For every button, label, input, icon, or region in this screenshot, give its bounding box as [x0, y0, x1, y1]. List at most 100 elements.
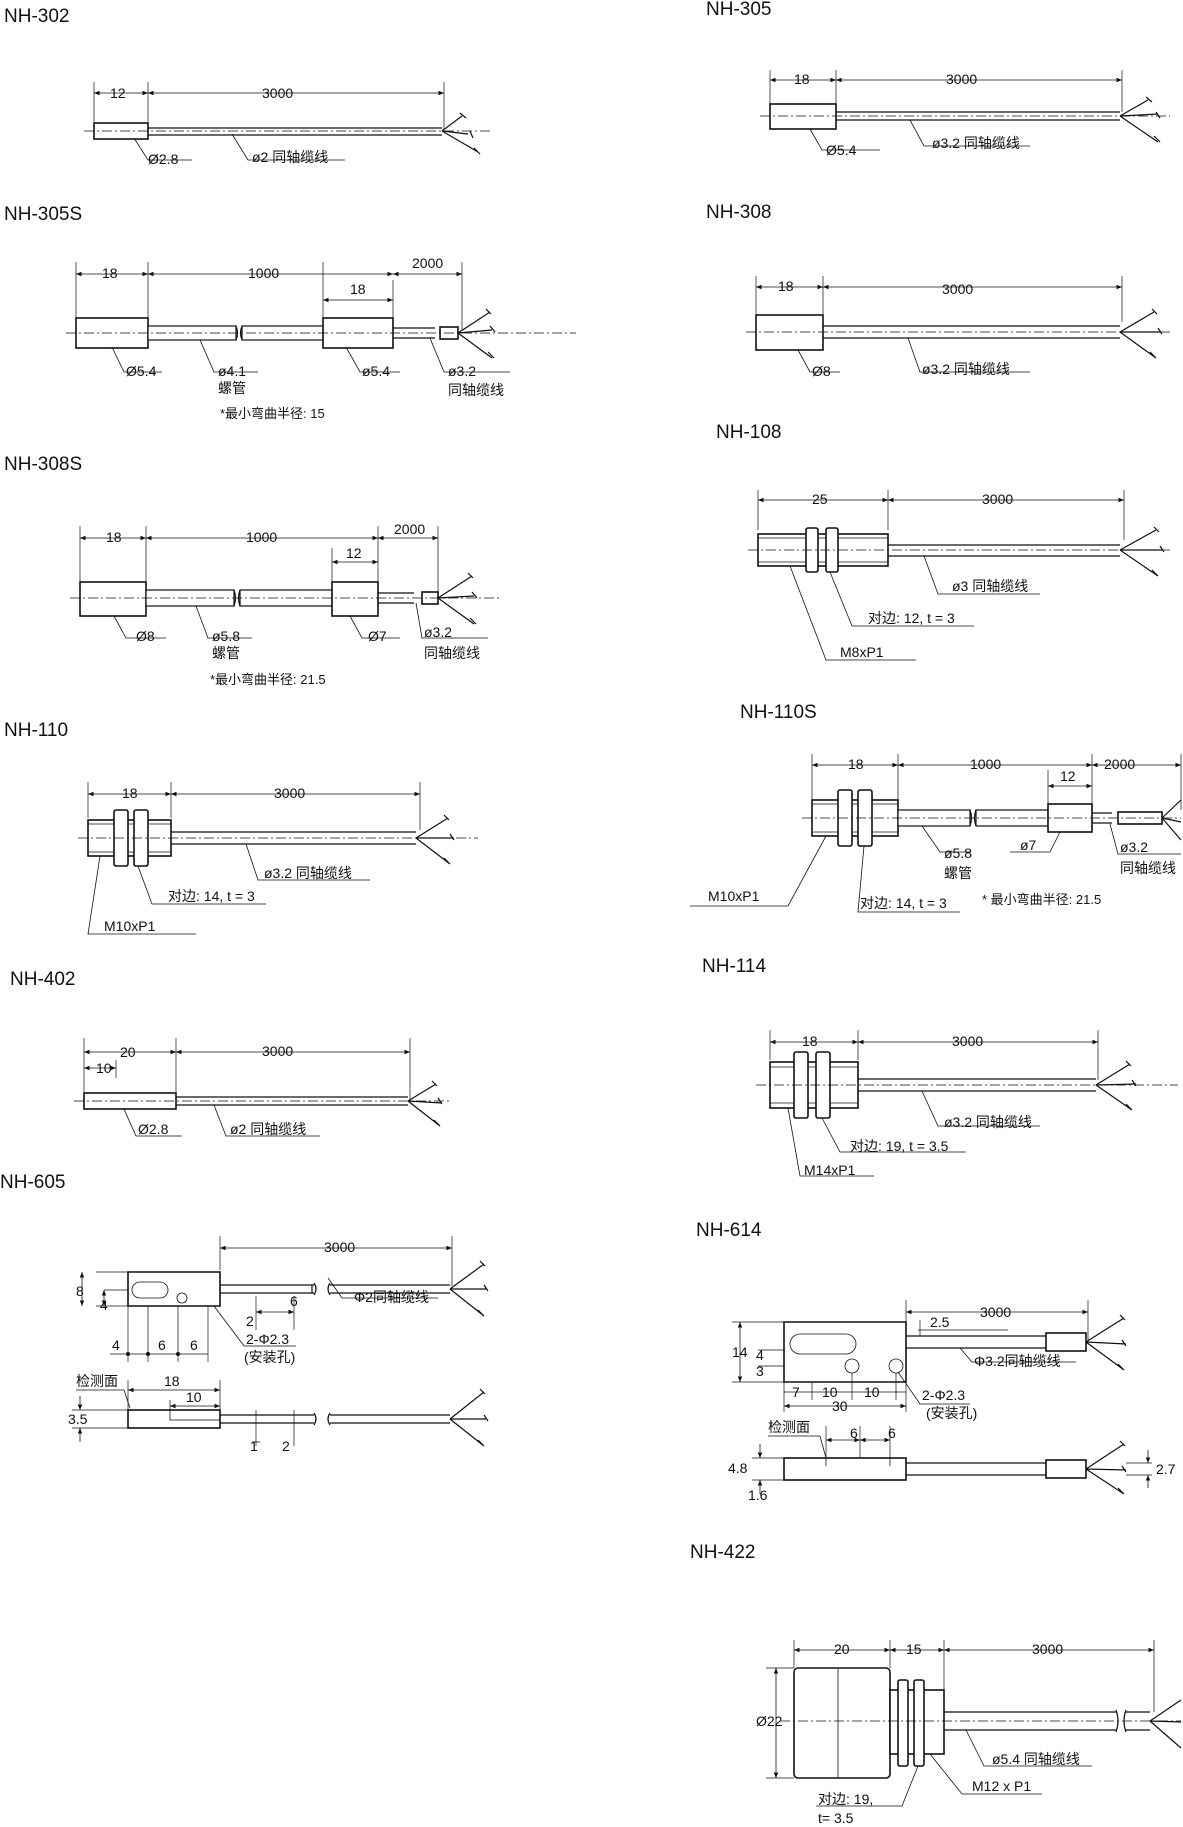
dim-10a: 10 — [822, 1384, 838, 1400]
dim-cable-length: 3000 — [942, 281, 973, 297]
dim-cable-dia: ø3.2 同轴缆线 — [264, 865, 352, 881]
dim-body-dia: Ø8 — [136, 628, 155, 644]
dim-length: 18 — [848, 756, 864, 772]
dim-3-5: 3.5 — [68, 1411, 88, 1427]
dim-14: 14 — [732, 1344, 748, 1360]
dim-cable-dia: ø3.2 — [1120, 839, 1148, 855]
dim-cable-offset: 6 — [290, 1293, 298, 1309]
dim-6a: 6 — [850, 1425, 858, 1441]
dim-length: 18 — [102, 265, 118, 281]
dim-holes: 2-Φ2.3 — [246, 1331, 289, 1347]
bend-radius-note: * 最小弯曲半径: 21.5 — [982, 892, 1101, 907]
dim-cable-length: 3000 — [952, 1033, 983, 1049]
dim-length-2: 12 — [1060, 768, 1076, 784]
model-title: NH-108 — [716, 422, 781, 443]
model-nh108: NH-108 25 3000 ø3 同轴缆线 对边: 12, t = 3 M8x… — [716, 422, 1170, 661]
dim-cable-length: 3000 — [1032, 1641, 1063, 1657]
dim-length-2: 18 — [350, 281, 366, 297]
dim-cable-dia: Φ3.2同轴缆线 — [974, 1353, 1061, 1369]
model-title: NH-402 — [10, 969, 75, 990]
dim-20: 20 — [834, 1641, 850, 1657]
model-title: NH-110S — [740, 702, 817, 723]
dim-holes: 2-Φ2.3 — [922, 1387, 965, 1403]
dim-body-dia: Ø5.4 — [826, 142, 857, 158]
model-nh402: NH-402 20 10 3000 Ø2.8 ø2 同轴缆线 — [10, 969, 450, 1137]
dim-18: 18 — [164, 1373, 180, 1389]
model-title: NH-308S — [4, 454, 82, 475]
dim-cable-length: 3000 — [946, 71, 977, 87]
model-title: NH-605 — [0, 1172, 65, 1193]
dim-hex: 对边: 12, t = 3 — [868, 610, 955, 626]
sensing-face-label: 检测面 — [768, 1419, 810, 1435]
dim-10: 10 — [186, 1389, 202, 1405]
dim-cable-length: 3000 — [274, 785, 305, 801]
sensing-face-label: 检测面 — [76, 1373, 118, 1389]
dim-b: 6 — [158, 1337, 166, 1353]
dim-2b: 2 — [282, 1438, 290, 1454]
model-title: NH-114 — [702, 956, 766, 977]
dim-2-7: 2.7 — [1156, 1461, 1176, 1477]
dim-length: 18 — [778, 278, 794, 294]
dim-height: 8 — [76, 1283, 84, 1299]
dim-thread: M14xP1 — [804, 1162, 856, 1178]
dim-cable-dia: ø3.2 — [424, 624, 452, 640]
dim-cable-length: 3000 — [980, 1304, 1011, 1320]
dim-length: 18 — [794, 71, 810, 87]
dim-cable-length: 3000 — [982, 491, 1013, 507]
dim-tube-dia: ø5.8 — [212, 628, 240, 644]
model-title: NH-305 — [706, 0, 771, 20]
model-nh308s: NH-308S 18 1000 2000 12 Ø8 ø5.8 螺管 Ø7 ø3… — [4, 454, 500, 687]
dim-tube-length: 1000 — [248, 265, 279, 281]
model-title: NH-614 — [696, 1220, 762, 1241]
dim-15: 15 — [906, 1641, 922, 1657]
dim-body-dia: Ø8 — [812, 363, 831, 379]
dim-length: 18 — [122, 785, 138, 801]
holes-label: (安装孔) — [244, 1349, 295, 1365]
dim-length: 20 — [120, 1044, 136, 1060]
dim-4: 4 — [756, 1347, 764, 1363]
model-title: NH-308 — [706, 202, 771, 223]
dim-length: 25 — [812, 491, 828, 507]
dim-hex-thickness: t= 3.5 — [818, 1810, 854, 1826]
model-nh614: NH-614 3000 2.5 Φ3.2同轴缆线 14 4 3 7 10 — [696, 1220, 1176, 1503]
dim-cable-length: 2000 — [412, 255, 443, 271]
dim-body-dia-2: ø5.4 — [362, 363, 390, 379]
cable-label: 同轴缆线 — [448, 382, 504, 398]
dim-tube-length: 1000 — [970, 756, 1001, 772]
dim-cable-length: 3000 — [324, 1239, 355, 1255]
model-title: NH-305S — [4, 204, 82, 225]
dim-4-8: 4.8 — [728, 1460, 748, 1476]
tube-label: 螺管 — [212, 645, 240, 661]
bend-radius-note: *最小弯曲半径: 21.5 — [210, 672, 326, 687]
dim-c: 6 — [190, 1337, 198, 1353]
dim-thread: M10xP1 — [708, 888, 760, 904]
dim-a: 4 — [112, 1337, 120, 1353]
dim-thread: M8xP1 — [840, 644, 884, 660]
tube-label: 螺管 — [944, 865, 972, 881]
dim-length: 12 — [110, 85, 126, 101]
dim-22: Ø22 — [756, 1713, 783, 1729]
holes-label: (安装孔) — [926, 1405, 977, 1421]
dim-body-dia-2: ø7 — [1020, 837, 1037, 853]
dim-tube-dia: ø5.8 — [944, 845, 972, 861]
dim-cable-length: 3000 — [262, 85, 293, 101]
model-nh110: NH-110 18 3000 ø3.2 同轴缆线 对边: 14, t = 3 M… — [4, 720, 478, 935]
dim-hex: 对边: 19, — [818, 1791, 873, 1807]
dim-cable-dia: Φ2同轴缆线 — [354, 1289, 429, 1305]
dim-hex: 对边: 14, t = 3 — [168, 888, 255, 904]
dim-cable-length: 2000 — [394, 521, 425, 537]
dim-3: 3 — [756, 1363, 764, 1379]
bend-radius-note: *最小弯曲半径: 15 — [220, 406, 325, 421]
dim-cable-dia: ø3 同轴缆线 — [952, 578, 1028, 594]
dim-cable-dia: ø5.4 同轴缆线 — [992, 1751, 1080, 1767]
model-nh305: NH-305 18 3000 Ø5.4 ø3.2 同轴缆线 — [706, 0, 1170, 158]
dim-thread: M10xP1 — [104, 918, 156, 934]
model-nh110s: NH-110S 18 1000 2000 12 ø5.8 螺管 ø7 ø3. — [690, 702, 1182, 913]
dim-body-dia: Ø2.8 — [148, 151, 179, 167]
dim-cable-gap: 2 — [246, 1313, 254, 1329]
dim-tube-dia: ø4.1 — [218, 363, 246, 379]
dim-length: 18 — [802, 1033, 818, 1049]
model-nh302: NH-302 12 3000 Ø2.8 ø2 同轴缆线 — [4, 6, 492, 167]
model-title: NH-422 — [690, 1542, 755, 1563]
